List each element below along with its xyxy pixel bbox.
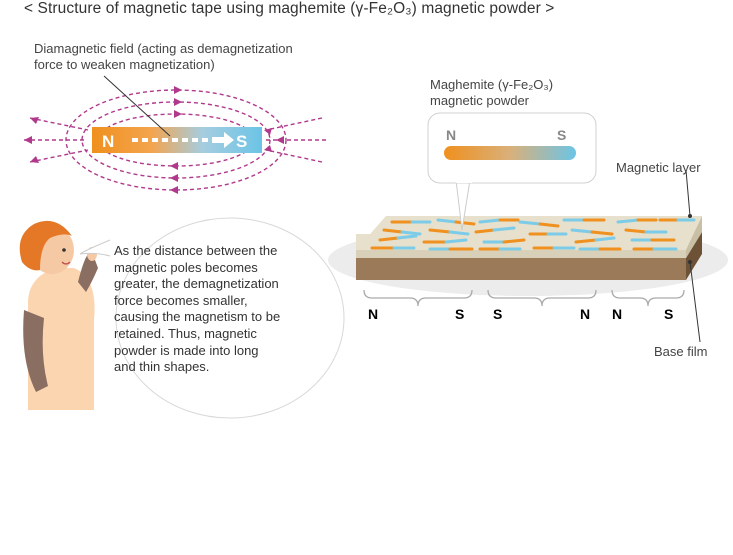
maghemite-label-line-2: magnetic powder (430, 93, 529, 108)
magnetic-layer-label: Magnetic layer (616, 160, 701, 175)
tape-pole-2: S (455, 306, 464, 322)
bar-magnet-south: S (236, 132, 247, 151)
speech-line-1: As the distance between the (114, 243, 278, 258)
speech-line-3: greater, the demagnetization (114, 276, 279, 292)
diamagnetic-label: Diamagnetic field (acting as demagnetiza… (34, 41, 293, 73)
particle-south: S (557, 127, 566, 143)
maghemite-label: Maghemite (γ-Fe₂O₃) magnetic powder (430, 77, 553, 109)
speech-line-5: causing the magnetism to be (114, 309, 281, 325)
speech-line-2: magnetic poles becomes (114, 259, 258, 275)
base-film (356, 258, 686, 280)
person-illustration (19, 220, 98, 410)
diamagnetic-leader-line (103, 75, 171, 137)
base-film-leader (689, 261, 701, 343)
tape-pole-6: S (664, 306, 673, 322)
maghemite-label-line-1: Maghemite (γ-Fe₂O₃) (430, 77, 554, 92)
speech-line-8: and thin shapes. (114, 359, 210, 375)
field-arrowheads (24, 86, 284, 194)
page-title: < Structure of magnetic tape using maghe… (24, 0, 555, 17)
speech-line-7: powder is made into long (114, 342, 259, 358)
tape-braces (363, 289, 685, 307)
speech-line-6: retained. Thus, magnetic (114, 325, 257, 341)
diamagnetic-label-line-2: force to weaken magnetization) (34, 57, 215, 72)
tape-pole-4: N (580, 306, 590, 322)
bar-magnet-north: N (102, 132, 114, 151)
speech-text: As the distance between the magnetic pol… (114, 243, 280, 376)
speech-bubble-tail (79, 239, 111, 257)
speech-line-4: force becomes smaller, (114, 292, 248, 308)
speech-bubble (115, 217, 345, 419)
tape-particles (370, 218, 696, 251)
particle-bar (444, 146, 576, 160)
magnetic-layer-leader (685, 169, 691, 217)
bar-magnet-arrow (132, 132, 234, 148)
tape-pole-5: N (612, 306, 622, 322)
tape-pole-3: S (493, 306, 502, 322)
diamagnetic-label-line-1: Diamagnetic field (acting as demagnetiza… (34, 41, 293, 56)
tape-pole-1: N (368, 306, 378, 322)
particle-north: N (446, 127, 456, 143)
base-film-label: Base film (654, 344, 708, 359)
